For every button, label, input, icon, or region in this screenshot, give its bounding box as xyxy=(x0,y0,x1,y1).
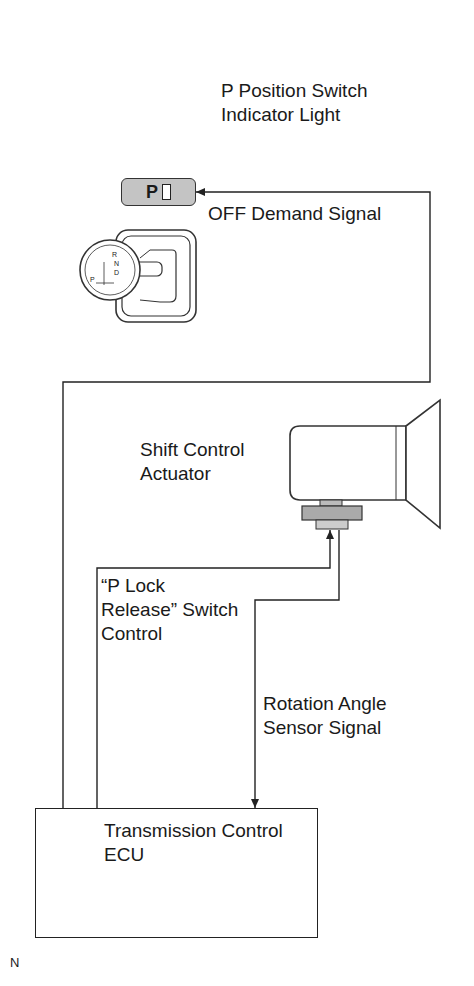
ecu-label: Transmission Control ECU xyxy=(104,819,284,867)
arrow-head xyxy=(251,799,259,808)
signal-wire xyxy=(63,188,430,808)
connector-body xyxy=(302,506,362,520)
signal-label: OFF Demand Signal xyxy=(208,202,408,226)
gear-letter: D xyxy=(114,269,119,277)
actuator: Shift Control Actuator xyxy=(286,396,444,530)
signal-wire xyxy=(251,530,339,808)
indicator-lamp xyxy=(162,184,171,200)
shift-knob xyxy=(80,240,140,300)
actuator-illustration xyxy=(286,396,444,530)
control-unit-box: Transmission Control ECU xyxy=(35,808,318,938)
gear-letter: N xyxy=(114,260,119,268)
shift-knob-ring xyxy=(85,245,135,295)
knob-pattern-line xyxy=(96,283,114,284)
signal-label: Rotation Angle Sensor Signal xyxy=(263,692,445,740)
gear-letter: R xyxy=(112,251,117,259)
signal-wire xyxy=(97,530,334,808)
connector-shaft xyxy=(320,500,342,506)
knob-pattern-line xyxy=(104,262,105,285)
wire-line xyxy=(63,192,430,808)
switch-label: P xyxy=(146,182,158,202)
arrow-head xyxy=(196,188,205,196)
gear-letter: P xyxy=(90,276,95,284)
wire-line xyxy=(255,530,339,808)
connector-plug xyxy=(316,520,348,529)
wire-line xyxy=(97,530,330,808)
arrow-head xyxy=(326,530,334,539)
switch-button: P Position Switch Indicator LightP xyxy=(121,178,196,206)
actuator-label: Shift Control Actuator xyxy=(140,438,275,486)
actuator-flange xyxy=(406,400,440,528)
signal-label: “P Lock Release” Switch Control xyxy=(101,574,241,646)
indicator-heading: P Position Switch Indicator Light xyxy=(221,79,436,127)
actuator-seam xyxy=(396,426,397,500)
figure-code: N xyxy=(10,956,19,970)
actuator-body xyxy=(290,426,406,500)
